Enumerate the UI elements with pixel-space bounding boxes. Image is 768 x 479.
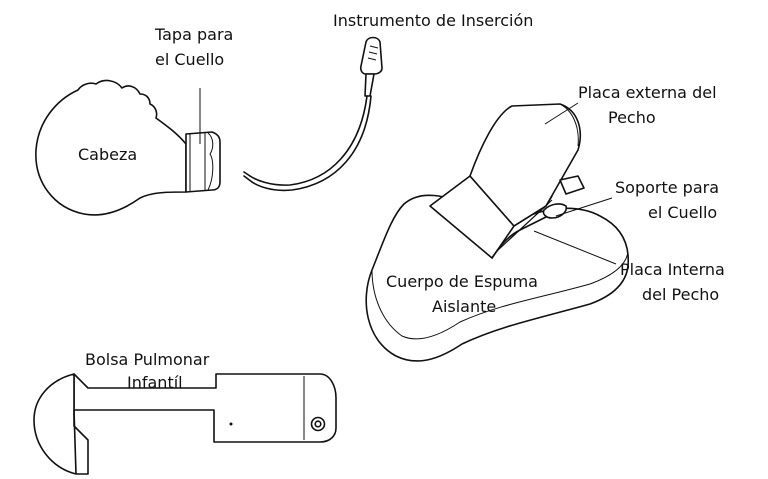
label-neck-support-line1: Soporte para [615, 178, 719, 197]
lung-bag-illustration [33, 373, 337, 475]
insertion-tool-illustration [243, 36, 383, 192]
label-head: Cabeza [78, 145, 137, 164]
label-lung-bag-line2: Infantíl [127, 373, 183, 392]
leader-outer-plate [544, 102, 579, 125]
label-neck-cap-line1: Tapa para [154, 25, 233, 44]
label-outer-plate-line2: Pecho [608, 108, 656, 127]
label-insertion-tool: Instrumento de Inserción [333, 11, 533, 30]
label-foam-body-line1: Cuerpo de Espuma [386, 272, 538, 291]
label-foam-body-line2: Aislante [432, 297, 496, 316]
leader-lines [199, 88, 617, 265]
label-neck-cap-line2: el Cuello [155, 50, 224, 69]
leader-inner-plate [533, 230, 617, 265]
label-outer-plate-line1: Placa externa del [578, 83, 717, 102]
leader-neck-support [555, 197, 613, 217]
outer-chest-plate-illustration [469, 103, 585, 227]
foam-body-illustration [365, 175, 630, 362]
label-lung-bag-line1: Bolsa Pulmonar [85, 350, 210, 369]
label-inner-plate-line1: Placa Interna [620, 260, 725, 279]
inner-chest-plate-illustration [491, 195, 553, 259]
head-illustration [35, 79, 221, 216]
label-neck-support-line2: el Cuello [648, 203, 717, 222]
label-inner-plate-line2: del Pecho [642, 285, 719, 304]
